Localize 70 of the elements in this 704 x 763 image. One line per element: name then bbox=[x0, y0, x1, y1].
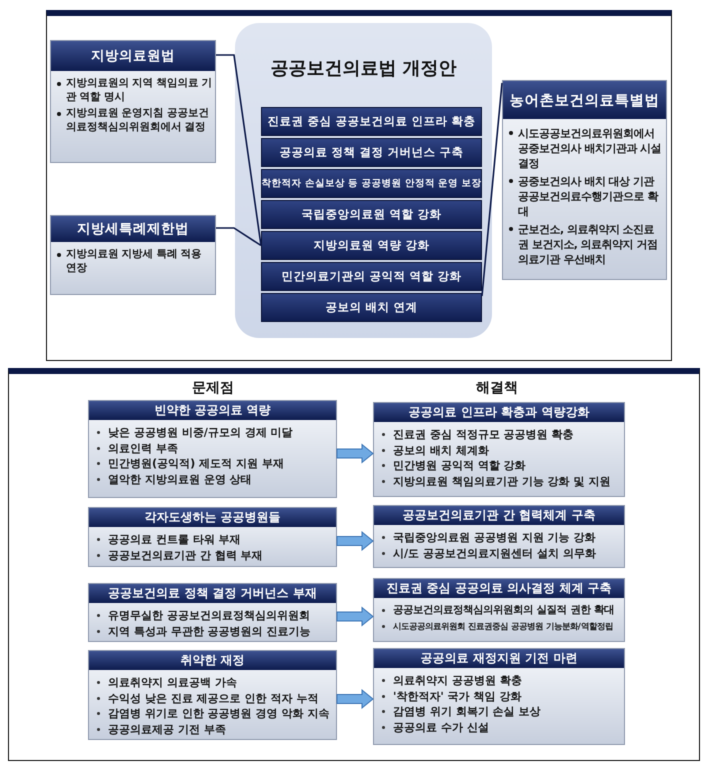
block-arrow bbox=[336, 606, 374, 627]
topic-bar: 민간의료기관의 공익적 역할 강화 bbox=[261, 262, 482, 291]
bullet-item: 민간병원(공익적) 제도적 지원 부재 bbox=[89, 456, 330, 472]
bullet-item: 감염병 위기로 인한 공공병원 경영 악화 지속 bbox=[89, 706, 330, 722]
bullet-item: 지방의료원 책임의료기관 기능 강화 및 지원 bbox=[374, 474, 618, 489]
info-box bbox=[373, 505, 625, 568]
bullet-item: 열악한 지방의료원 운영 상태 bbox=[89, 472, 330, 487]
info-box bbox=[88, 507, 337, 567]
bullet-item: 유명무실한 공공보건의료정책심의위원회 bbox=[89, 608, 330, 624]
bullet-item: 시도공공보건의료위원회에서 공중보건의사 배치기관과 시설 결정 bbox=[508, 126, 663, 171]
bullet-item: 시도공공의료위원회 진료권중심 공공병원 기능분화/역할정립 bbox=[374, 618, 618, 634]
bullet-item: 의료취약지 공공병원 확충 bbox=[374, 673, 618, 688]
info-box bbox=[373, 578, 625, 642]
heading-bar: 공공보건의료 정책 결정 거버넌스 부재 bbox=[89, 584, 336, 603]
column-heading: 해결책 bbox=[476, 379, 518, 397]
heading-bar: 지방세특례제한법 bbox=[51, 216, 215, 242]
heading-bar: 빈약한 공공의료 역량 bbox=[89, 401, 336, 420]
heading-bar: 농어촌보건의료특별법 bbox=[503, 81, 666, 119]
column-heading: 문제점 bbox=[192, 379, 234, 397]
panel-title: 공공보건의료법 개정안 bbox=[270, 57, 457, 80]
bullet-item: 감염병 위기 회복기 손실 보상 bbox=[374, 704, 618, 720]
heading-bar: 각자도생하는 공공병원들 bbox=[89, 508, 336, 527]
bullet-item: 지방의료원의 지역 책임의료 기관 역할 명시 bbox=[56, 77, 212, 104]
bullet-item: 민간병원 공익적 역할 강화 bbox=[374, 458, 618, 474]
topic-bar: 국립중앙의료원 역할 강화 bbox=[261, 200, 482, 229]
bullet-item: 공공보건의료기관 간 협력 부재 bbox=[89, 548, 330, 563]
bullet-item: 공공의료 컨트롤 타워 부재 bbox=[89, 532, 330, 548]
bullet-item: 진료권 중심 적정규모 공공병원 확충 bbox=[374, 427, 618, 442]
info-box bbox=[50, 215, 216, 295]
bullet-item: 공보의 배치 체계화 bbox=[374, 442, 618, 458]
bullet-item: 낮은 공공병원 비중/규모의 경제 미달 bbox=[89, 425, 330, 440]
bullet-item: 지방의료원 운영지침 공공보건의료정책심의위원회에서 결정 bbox=[56, 107, 212, 134]
info-box bbox=[502, 80, 667, 280]
bullet-item: '착한적자' 국가 책임 강화 bbox=[374, 688, 618, 704]
heading-bar: 공공의료 인프라 확충과 역량강화 bbox=[374, 403, 624, 422]
rounded-panel bbox=[235, 23, 492, 338]
connector-line bbox=[481, 82, 503, 296]
heading-bar: 취약한 재정 bbox=[89, 651, 336, 670]
bullet-item: 공공보건의료정책심의위원회의 실질적 권한 확대 bbox=[374, 603, 618, 618]
topic-bar: 착한적자 손실보상 등 공공병원 안정적 운영 보장 bbox=[261, 169, 482, 198]
info-box bbox=[373, 402, 625, 497]
bullet-item: 공중보건의사 배치 대상 기관 공공보건의료수행기관으로 확대 bbox=[508, 174, 663, 219]
block-arrow bbox=[336, 443, 374, 464]
bullet-item: 시/도 공공보건의료지원센터 설치 의무화 bbox=[374, 546, 618, 561]
info-box bbox=[50, 40, 216, 163]
block-arrow bbox=[336, 688, 374, 710]
bullet-item: 지방의료원 지방세 특례 적용 연장 bbox=[56, 248, 212, 275]
info-box bbox=[88, 650, 337, 740]
info-box bbox=[373, 648, 625, 745]
connector-line bbox=[216, 54, 262, 246]
connector-line bbox=[216, 227, 262, 246]
topic-bar: 지방의료원 역량 강화 bbox=[261, 231, 482, 260]
bullet-item: 국립중앙의료원 공공병원 지원 기능 강화 bbox=[374, 530, 618, 546]
topic-bar: 진료권 중심 공공보건의료 인프라 확충 bbox=[261, 107, 482, 136]
heading-bar: 지방의료원법 bbox=[51, 41, 215, 71]
bullet-item: 의료취약지 의료공백 가속 bbox=[89, 675, 330, 690]
topic-bar: 공공의료 정책 결정 거버넌스 구축 bbox=[261, 138, 482, 167]
bullet-item: 수익성 낮은 진료 제공으로 인한 적자 누적 bbox=[89, 690, 330, 706]
topic-bar: 공보의 배치 연계 bbox=[261, 293, 482, 322]
heading-bar: 공공보건의료기관 간 협력체계 구축 bbox=[374, 506, 624, 525]
bullet-item: 군보건소, 의료취약지 소진료권 보건지소, 의료취약지 거점 의료기관 우선배치 bbox=[508, 222, 663, 267]
bullet-item: 지역 특성과 무관한 공공병원의 진료기능 bbox=[89, 624, 330, 639]
bullet-item: 공공의료 수가 신설 bbox=[374, 720, 618, 735]
heading-bar: 진료권 중심 공공의료 의사결정 체계 구축 bbox=[374, 579, 624, 598]
bullet-item: 의료인력 부족 bbox=[89, 440, 330, 456]
block-arrow bbox=[336, 530, 374, 552]
bullet-item: 공공의료제공 기전 부족 bbox=[89, 722, 330, 737]
info-box bbox=[88, 400, 337, 498]
info-box bbox=[88, 583, 337, 642]
heading-bar: 공공의료 재정지원 기전 마련 bbox=[374, 649, 624, 668]
